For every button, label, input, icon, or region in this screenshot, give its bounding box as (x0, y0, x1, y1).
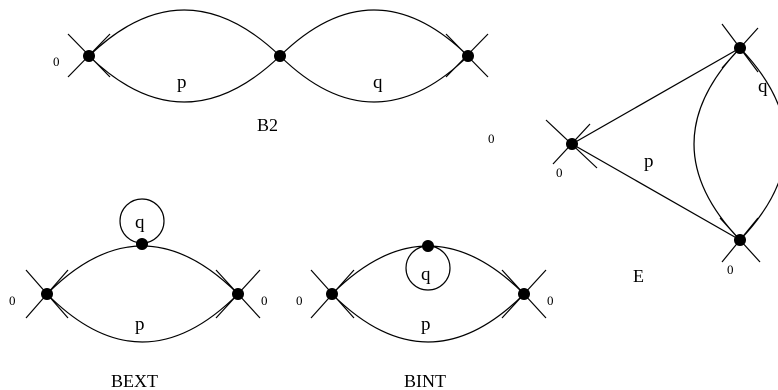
bint-vertex-tadpole (422, 240, 434, 252)
bint-momentum-label-p: p (421, 314, 431, 335)
e-momentum-label-p: p (644, 151, 654, 172)
b2-loop-q-lower (279, 55, 469, 103)
bext-vertex-left (41, 288, 53, 300)
e-external-label-left: 0 (556, 165, 563, 180)
bint-caption: BINT (404, 371, 446, 390)
e-vertex-bottom (734, 234, 746, 246)
bext-vertex-right (232, 288, 244, 300)
bint-external-label-left: 0 (296, 293, 303, 308)
diagram-bext: 0 0 q p BEXT (9, 198, 268, 390)
b2-loop-p-upper (88, 9, 281, 57)
diagram-e: 0 0 p q E (545, 23, 778, 286)
e-vertex-left (566, 138, 578, 150)
bint-external-label-right: 0 (547, 293, 554, 308)
b2-momentum-label-p: p (177, 72, 187, 93)
b2-vertex-right (462, 50, 474, 62)
b2-external-label-right: 0 (488, 131, 495, 146)
bint-momentum-label-q: q (421, 264, 431, 285)
bint-vertex-left (326, 288, 338, 300)
bext-external-label-left: 0 (9, 293, 16, 308)
b2-momentum-label-q: q (373, 72, 383, 93)
bext-external-label-right: 0 (261, 293, 268, 308)
bext-propagator-upper (46, 245, 239, 295)
e-propagator-upper (571, 47, 741, 145)
e-propagator-inner-arc (693, 47, 741, 241)
e-momentum-label-q: q (758, 76, 768, 97)
b2-caption: B2 (257, 115, 278, 135)
e-caption: E (633, 266, 644, 286)
bext-caption: BEXT (111, 371, 158, 390)
b2-loop-q-upper (279, 9, 469, 57)
e-vertex-top (734, 42, 746, 54)
diagram-bint: 0 0 q p BINT (296, 240, 554, 390)
e-propagator-lower (571, 143, 741, 241)
bext-momentum-label-p: p (135, 314, 145, 335)
bint-vertex-right (518, 288, 530, 300)
b2-external-label-left: 0 (53, 54, 60, 69)
diagram-b2: 0 0 p q B2 (53, 9, 495, 146)
bext-vertex-tadpole (136, 238, 148, 250)
bint-propagator-lower (331, 293, 525, 343)
e-external-label-bottom: 0 (727, 262, 734, 277)
b2-loop-p-lower (88, 55, 281, 103)
b2-vertex-middle (274, 50, 286, 62)
bext-propagator-lower (46, 293, 239, 343)
b2-vertex-left (83, 50, 95, 62)
e-propagator-outer-arc (739, 47, 778, 241)
bext-momentum-label-q: q (135, 212, 145, 233)
